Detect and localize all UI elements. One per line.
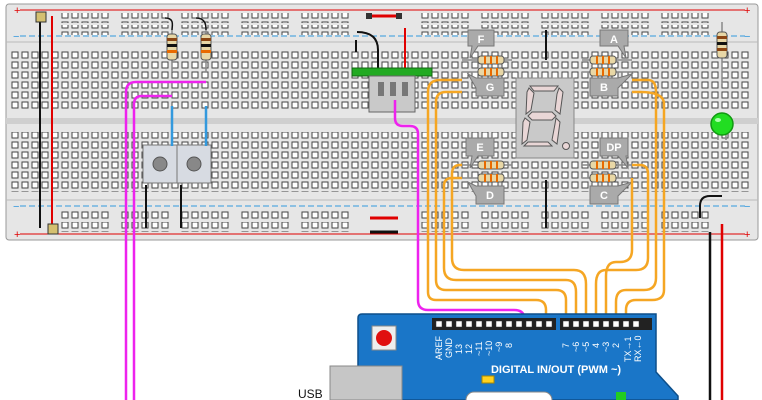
pin-label: ~10 xyxy=(484,341,494,356)
segment-label-dp: DP xyxy=(606,142,621,154)
pin-label: TX→1 xyxy=(623,336,633,362)
pin-label-group: AREF GND 13 12 ~11 ~10 ~9 8 7 ~6 ~5 4 ~3… xyxy=(434,335,643,362)
bottom-minus-right-sign: − xyxy=(744,201,750,213)
segment-label-a: A xyxy=(610,34,618,46)
pin-label: ~6 xyxy=(571,342,581,352)
top-minus-left-sign: − xyxy=(13,31,19,43)
pin-label: ~9 xyxy=(494,342,504,352)
segment-label-b: B xyxy=(600,82,608,94)
segment-label-d: D xyxy=(486,190,494,202)
left-rail-jumpers xyxy=(35,11,59,235)
header-black-wire xyxy=(356,31,379,70)
board-label-pill xyxy=(465,391,553,400)
segment-label-c: C xyxy=(600,190,608,202)
segment-label-e: E xyxy=(476,142,483,154)
segment-label-f: F xyxy=(478,34,485,46)
digital-io-label: DIGITAL IN/OUT (PWM ~) xyxy=(491,364,621,376)
top-rail-jumper-end-1 xyxy=(366,13,372,19)
pin-label: 7 xyxy=(561,343,571,348)
segment-label-callouts xyxy=(465,29,634,205)
segment-resistors xyxy=(462,55,632,183)
pin-header-strip xyxy=(351,67,433,77)
pushbutton-left xyxy=(142,144,178,184)
segment-label-g: G xyxy=(486,82,495,94)
pin-label: GND xyxy=(444,338,454,359)
magenta-wire-2 xyxy=(132,94,172,400)
header-pins xyxy=(435,320,640,328)
top-rail-jumper-end-2 xyxy=(396,13,402,19)
pin-label: 8 xyxy=(504,343,514,348)
pin-label: ~5 xyxy=(581,342,591,352)
led-resistor xyxy=(716,22,728,84)
pin-label: 12 xyxy=(464,344,474,354)
top-minus-right-sign: − xyxy=(744,31,750,43)
reset-button xyxy=(376,330,392,346)
pin-label: AREF xyxy=(434,335,444,360)
arduino-board xyxy=(329,313,679,400)
tx-rx-led xyxy=(616,392,626,400)
usb-connector xyxy=(329,365,403,400)
seven-segment-display xyxy=(515,77,575,159)
ic-chip xyxy=(368,75,416,113)
pin-label: 4 xyxy=(591,343,601,348)
pushbutton-right xyxy=(176,144,212,184)
magenta-wire-1 xyxy=(124,80,206,400)
header-left-block xyxy=(432,318,556,330)
resistor-pull-1 xyxy=(164,17,178,72)
bottom-minus-left-sign: − xyxy=(13,201,19,213)
usb-label: USB xyxy=(298,387,323,400)
status-led xyxy=(481,375,495,384)
pin-label: ~11 xyxy=(474,341,484,356)
resistor-pull-2 xyxy=(195,17,212,72)
orange-wires xyxy=(426,78,666,320)
green-led xyxy=(710,112,734,140)
top-plus-left-sign: + xyxy=(14,5,20,17)
pin-label: RX←0 xyxy=(633,335,643,362)
top-plus-right-sign: + xyxy=(744,5,750,17)
right-ground-wire xyxy=(699,195,722,218)
pin-label: 2 xyxy=(611,343,621,348)
ic-magenta-wire xyxy=(393,100,526,320)
bottom-plus-right-sign: + xyxy=(744,229,750,241)
pin-label: ~3 xyxy=(601,342,611,352)
breadboard: + − + − − + − + xyxy=(5,3,759,241)
pin-label: 13 xyxy=(454,344,464,354)
terminal-strip-bottom xyxy=(10,132,750,192)
bottom-plus-left-sign: + xyxy=(14,229,20,241)
